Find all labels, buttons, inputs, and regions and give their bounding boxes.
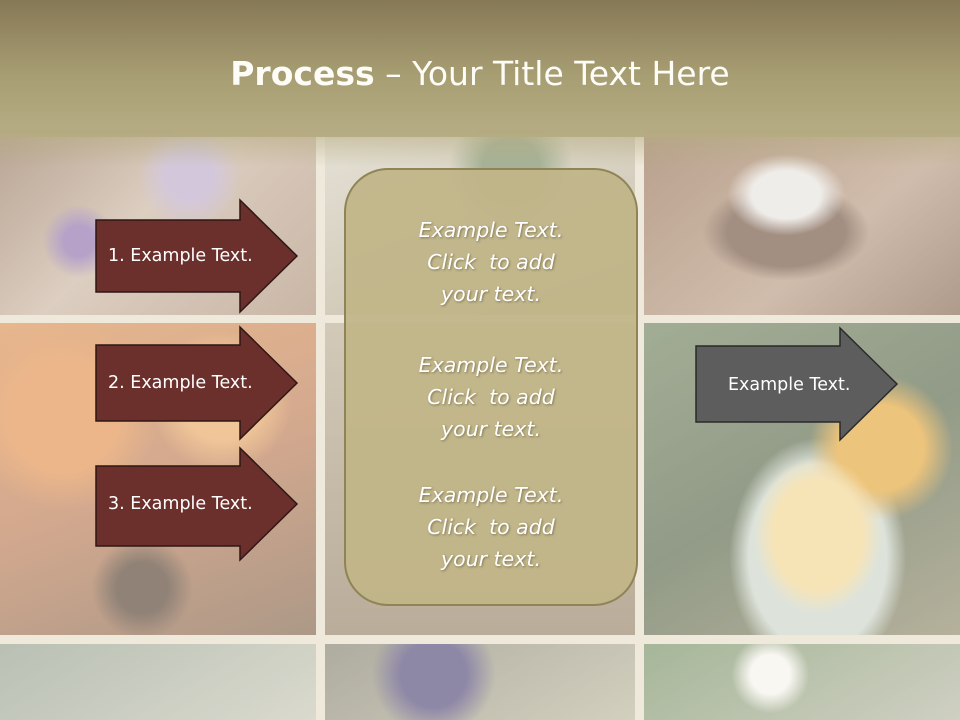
center-text-block-3: Example Text. Click to add your text. bbox=[346, 479, 636, 575]
step-label-1: 1. Example Text. bbox=[108, 246, 253, 266]
text-line: your text. bbox=[441, 417, 541, 441]
output-label: Example Text. bbox=[728, 375, 851, 395]
photo-tile-lavender bbox=[325, 644, 635, 720]
step-label-3: 3. Example Text. bbox=[108, 494, 253, 514]
text-line: Click to add bbox=[427, 515, 555, 539]
center-text-panel[interactable]: Example Text. Click to add your text. Ex… bbox=[344, 168, 638, 606]
slide-title-bold: Process bbox=[230, 54, 375, 93]
center-text-block-2: Example Text. Click to add your text. bbox=[346, 349, 636, 445]
text-line: your text. bbox=[441, 547, 541, 571]
photo-tile-white-flowers bbox=[644, 644, 960, 720]
arrow-shape bbox=[95, 198, 299, 314]
arrow-shape bbox=[95, 325, 299, 441]
output-arrow[interactable]: Example Text. bbox=[694, 326, 900, 444]
text-line: Example Text. bbox=[418, 483, 564, 507]
text-line: Example Text. bbox=[418, 218, 564, 242]
title-bar bbox=[0, 0, 960, 167]
step-label-2: 2. Example Text. bbox=[108, 373, 253, 393]
text-line: Click to add bbox=[427, 250, 555, 274]
step-arrow-1[interactable]: 1. Example Text. bbox=[94, 198, 300, 314]
photo-tile-rosemary bbox=[0, 644, 316, 720]
text-line: Click to add bbox=[427, 385, 555, 409]
text-line: Example Text. bbox=[418, 353, 564, 377]
slide-title-rest: – Your Title Text Here bbox=[374, 54, 730, 93]
center-text-block-1: Example Text. Click to add your text. bbox=[346, 214, 636, 310]
arrow-shape bbox=[95, 446, 299, 562]
step-arrow-2[interactable]: 2. Example Text. bbox=[94, 325, 300, 441]
arrow-shape bbox=[695, 326, 899, 442]
slide-title[interactable]: Process – Your Title Text Here bbox=[0, 52, 960, 96]
text-line: your text. bbox=[441, 282, 541, 306]
step-arrow-3[interactable]: 3. Example Text. bbox=[94, 446, 300, 562]
